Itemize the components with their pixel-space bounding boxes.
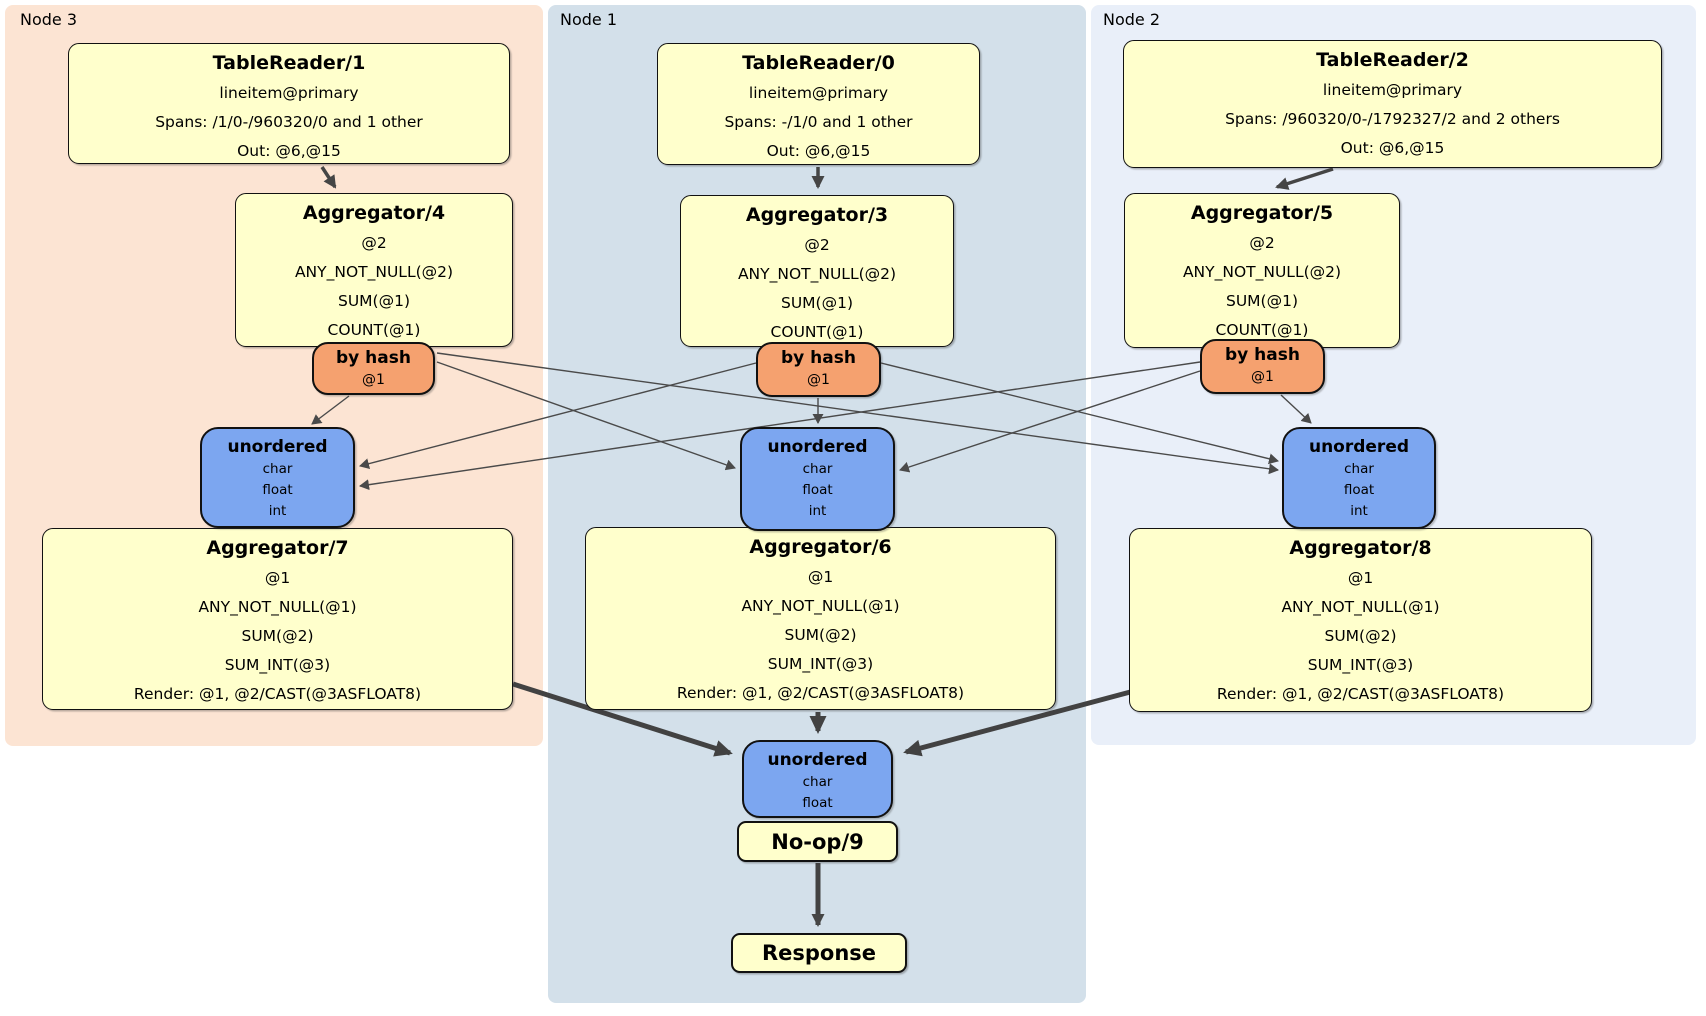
box-line: char	[262, 461, 293, 477]
hash-router-right: by hash @1	[1200, 339, 1325, 394]
final-stage-arrows	[512, 681, 1135, 927]
node2-label: Node 2	[1103, 10, 1161, 29]
box-line: @2	[804, 236, 830, 254]
box-title: unordered	[1308, 437, 1410, 457]
box-line: Render: @1, @2/CAST(@3ASFLOAT8)	[1216, 685, 1505, 703]
box-line: @1	[807, 372, 830, 388]
box-line: int	[268, 503, 287, 519]
box-title: unordered	[227, 437, 328, 457]
unordered-sync-left: unordered char float int	[200, 427, 355, 528]
tablereader-1-box: TableReader/1 lineitem@primary Spans: /1…	[68, 43, 510, 164]
box-line: Render: @1, @2/CAST(@3ASFLOAT8)	[676, 684, 965, 702]
box-title: No-op/9	[771, 829, 864, 854]
box-line: SUM(@2)	[241, 627, 314, 645]
box-line: float	[802, 482, 833, 498]
box-line: lineitem@primary	[1322, 81, 1463, 99]
aggregator-4-box: Aggregator/4 @2 ANY_NOT_NULL(@2) SUM(@1)…	[235, 193, 513, 347]
box-line: COUNT(@1)	[770, 323, 864, 341]
box-line: @2	[1249, 234, 1275, 252]
hash-router-center: by hash @1	[756, 342, 881, 397]
aggregator-8-box: Aggregator/8 @1 ANY_NOT_NULL(@1) SUM(@2)…	[1129, 528, 1592, 712]
box-line: ANY_NOT_NULL(@2)	[1182, 263, 1342, 281]
box-line: SUM(@1)	[1225, 292, 1298, 310]
box-title: by hash	[1225, 345, 1300, 365]
unordered-sync-center: unordered char float int	[740, 427, 895, 531]
reader-to-aggregator-arrows	[320, 166, 1334, 190]
box-title: Aggregator/3	[745, 204, 889, 226]
node1-label: Node 1	[560, 10, 618, 29]
box-line: char	[1344, 461, 1374, 477]
box-line: Out: @6,@15	[237, 142, 341, 160]
box-title: Aggregator/8	[1289, 537, 1432, 559]
box-line: float	[262, 482, 293, 498]
aggregator-3-box: Aggregator/3 @2 ANY_NOT_NULL(@2) SUM(@1)…	[680, 195, 954, 347]
box-line: SUM_INT(@3)	[767, 655, 874, 673]
unordered-sync-final: unordered char float	[742, 740, 893, 818]
aggregator-5-box: Aggregator/5 @2 ANY_NOT_NULL(@2) SUM(@1)…	[1124, 193, 1400, 348]
aggregator-6-box: Aggregator/6 @1 ANY_NOT_NULL(@1) SUM(@2)…	[585, 527, 1056, 710]
box-title: TableReader/2	[1316, 49, 1469, 71]
box-line: SUM_INT(@3)	[1307, 656, 1414, 674]
box-line: SUM(@1)	[337, 292, 410, 310]
box-line: float	[802, 795, 833, 811]
hash-router-left: by hash @1	[312, 342, 435, 395]
box-line: ANY_NOT_NULL(@2)	[294, 263, 454, 281]
box-line: lineitem@primary	[219, 84, 359, 102]
box-line: Out: @6,@15	[766, 142, 871, 160]
box-title: unordered	[767, 437, 868, 457]
response-box: Response	[731, 933, 907, 973]
box-line: ANY_NOT_NULL(@1)	[1281, 598, 1440, 616]
box-line: ANY_NOT_NULL(@1)	[741, 597, 900, 615]
router-stream-edges	[311, 352, 1312, 491]
box-line: ANY_NOT_NULL(@2)	[737, 265, 897, 283]
box-line: Render: @1, @2/CAST(@3ASFLOAT8)	[133, 685, 422, 703]
box-line: COUNT(@1)	[327, 321, 421, 339]
box-line: Spans: /1/0-/960320/0 and 1 other	[155, 113, 423, 131]
box-title: TableReader/0	[742, 52, 895, 74]
unordered-sync-right: unordered char float int	[1282, 427, 1436, 529]
box-line: @1	[807, 568, 834, 586]
box-line: int	[808, 503, 827, 519]
box-line: @1	[362, 372, 385, 388]
box-line: char	[802, 774, 833, 790]
noop-box: No-op/9	[737, 821, 898, 862]
box-title: TableReader/1	[212, 52, 366, 74]
box-line: Spans: -/1/0 and 1 other	[724, 113, 913, 131]
tablereader-2-box: TableReader/2 lineitem@primary Spans: /9…	[1123, 40, 1662, 168]
box-title: Aggregator/5	[1190, 202, 1334, 224]
box-title: Aggregator/6	[749, 536, 892, 558]
tablereader-0-box: TableReader/0 lineitem@primary Spans: -/…	[657, 43, 980, 165]
box-line: @1	[1347, 569, 1374, 587]
box-line: lineitem@primary	[748, 84, 889, 102]
box-line: @1	[264, 569, 291, 587]
box-title: by hash	[781, 348, 856, 368]
aggregator-7-box: Aggregator/7 @1 ANY_NOT_NULL(@1) SUM(@2)…	[42, 528, 513, 710]
box-line: float	[1343, 482, 1375, 498]
box-title: Aggregator/4	[302, 202, 446, 224]
box-line: int	[1350, 503, 1368, 519]
box-title: by hash	[336, 348, 411, 368]
node3-label: Node 3	[20, 10, 78, 29]
box-line: @2	[361, 234, 387, 252]
box-line: COUNT(@1)	[1215, 321, 1309, 339]
box-line: SUM(@2)	[784, 626, 857, 644]
box-line: SUM(@1)	[780, 294, 853, 312]
box-line: Spans: /960320/0-/1792327/2 and 2 others	[1225, 110, 1560, 128]
box-line: Out: @6,@15	[1340, 139, 1445, 157]
box-title: Aggregator/7	[206, 537, 349, 559]
box-title: Response	[761, 941, 877, 965]
box-line: @1	[1251, 369, 1274, 385]
box-title: unordered	[767, 750, 868, 770]
box-line: ANY_NOT_NULL(@1)	[198, 598, 357, 616]
box-line: SUM(@2)	[1324, 627, 1397, 645]
box-line: char	[802, 461, 833, 477]
box-line: SUM_INT(@3)	[224, 656, 331, 674]
